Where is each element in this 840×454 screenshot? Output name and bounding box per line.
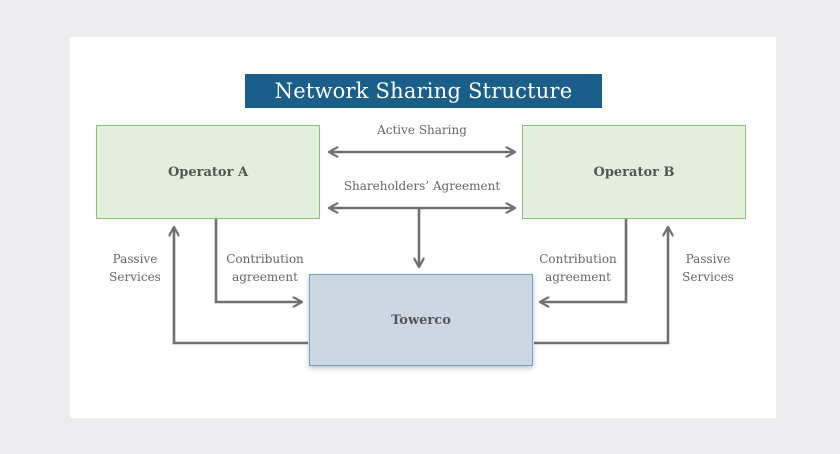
passive-left-line-1: Passive [112, 252, 158, 266]
contribution-left-line-1: Contribution [226, 252, 304, 266]
contribution-left-arrow [214, 219, 301, 302]
contribution-right-line-1: Contribution [539, 252, 617, 266]
operator-a-label: Operator A [167, 164, 249, 180]
contribution-left-label: Contribution agreement [222, 250, 308, 286]
contribution-right-arrow [541, 219, 628, 302]
active-sharing-label: Active Sharing [377, 123, 467, 137]
operator-b-box: Operator B [522, 125, 746, 219]
passive-services-left-arrow [174, 228, 308, 345]
contribution-right-label: Contribution agreement [535, 250, 621, 286]
contribution-left-line-2: agreement [232, 270, 298, 284]
towerco-label: Towerco [391, 312, 451, 328]
passive-left-line-2: Services [109, 270, 161, 284]
contribution-right-line-2: agreement [545, 270, 611, 284]
diagram-title: Network Sharing Structure [245, 74, 602, 108]
passive-right-line-1: Passive [685, 252, 731, 266]
towerco-box: Towerco [309, 274, 533, 366]
operator-a-box: Operator A [96, 125, 320, 219]
passive-services-right-label: Passive Services [673, 250, 743, 286]
passive-services-left-label: Passive Services [100, 250, 170, 286]
shareholders-agreement-label: Shareholders’ Agreement [343, 179, 501, 193]
operator-b-label: Operator B [593, 164, 675, 180]
passive-services-right-arrow [534, 228, 668, 345]
passive-right-line-2: Services [682, 270, 734, 284]
